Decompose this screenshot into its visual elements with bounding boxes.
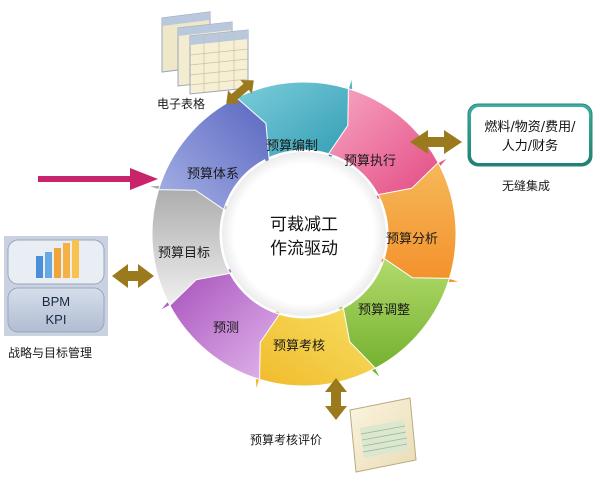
integration-link-arrow <box>410 130 462 154</box>
center-label-line2: 作流驱动 <box>270 239 338 259</box>
cycle-label-budget-compile: 预算编制 <box>266 139 318 154</box>
cycle-ring <box>147 77 461 391</box>
cycle-label-budget-assess: 预算考核 <box>273 339 325 354</box>
cycle-label-budget-target: 预算目标 <box>158 246 210 261</box>
cycle-label-forecast: 预测 <box>213 321 239 336</box>
integration-box-inner <box>471 107 589 163</box>
strategy-label: 战略与目标管理 <box>8 345 92 360</box>
cycle-label-budget-analyze: 预算分析 <box>386 232 438 247</box>
cycle-label-budget-adjust: 预算调整 <box>358 303 410 318</box>
cycle-label-budget-system: 预算体系 <box>187 167 239 182</box>
integration-box-line1: 燃料/物资/费用/ <box>484 119 576 135</box>
strategy-link-arrow <box>112 264 154 288</box>
spreadsheet-link-arrow <box>226 79 254 105</box>
evaluation-link-arrow <box>325 378 347 420</box>
cycle-label-budget-execute: 预算执行 <box>344 154 396 169</box>
strategy-panel <box>4 236 108 336</box>
bpm-label: BPM <box>42 294 70 309</box>
kpi-label: KPI <box>46 312 67 327</box>
ring-segment-budget-system <box>157 88 271 211</box>
document-icon <box>349 397 417 473</box>
input-arrow <box>38 168 158 190</box>
spreadsheet-label: 电子表格 <box>157 96 205 111</box>
center-label-line1: 可裁减工 <box>270 215 338 235</box>
center-disc <box>222 152 386 316</box>
evaluation-label: 预算考核评价 <box>250 432 322 447</box>
integration-box-line2: 人力/财务 <box>502 138 558 154</box>
integration-label: 无缝集成 <box>502 178 550 193</box>
bar-chart-icon <box>36 240 79 278</box>
spreadsheet-icon <box>161 11 249 95</box>
